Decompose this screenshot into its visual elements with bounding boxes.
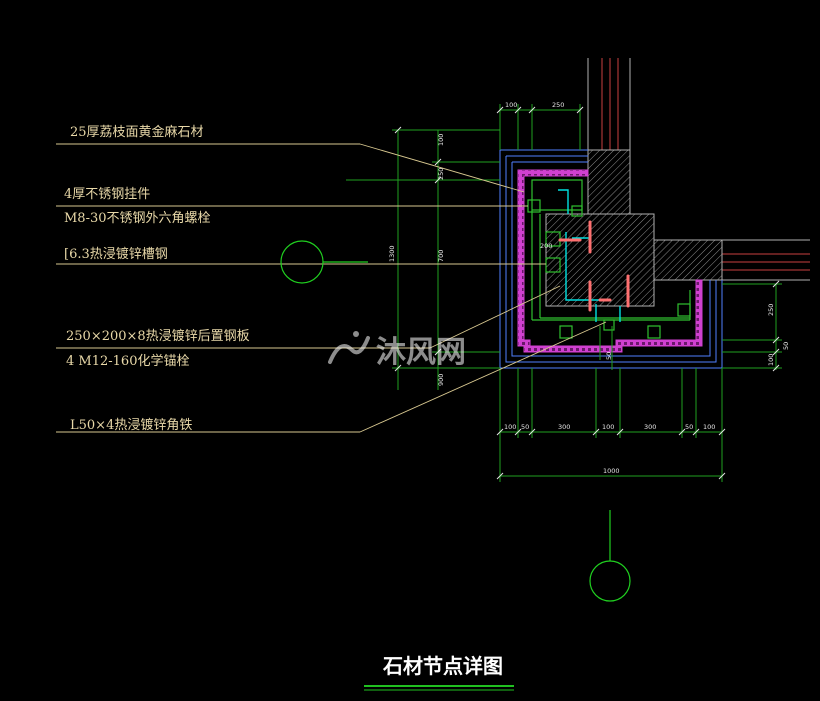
dim-right-2: 50 [782, 342, 790, 350]
watermark-text: 沐风网 [376, 335, 466, 370]
stone-cladding [517, 169, 703, 353]
dimension-ticks [394, 106, 780, 480]
watermark: 沐风网 [328, 331, 466, 370]
dim-bottom-6: 50 [685, 423, 693, 431]
dim-right-1: 250 [767, 304, 775, 316]
dim-left-2: 250 [437, 168, 445, 180]
dim-bottom-5: 300 [644, 423, 656, 431]
dim-inner-2: 50 [605, 352, 613, 360]
dim-bottom-2: 50 [521, 423, 529, 431]
dim-left-outer: 1300 [388, 245, 396, 262]
wall-lines-gray [587, 58, 810, 281]
section-circle-bottom [589, 560, 631, 602]
dim-total: 1000 [603, 467, 620, 475]
dim-top-2: 250 [552, 101, 564, 109]
leader-lines [56, 143, 607, 433]
dim-left-1: 100 [437, 134, 445, 146]
dim-left-3: 700 [437, 250, 445, 262]
outer-outline [499, 149, 723, 369]
watermark-logo-icon [328, 331, 370, 364]
label-angle: L50×4热浸镀锌角铁 [70, 417, 192, 433]
steel-frame [527, 179, 691, 339]
drawing-title: 石材节点详图 [364, 654, 514, 691]
label-bracket: 4厚不锈钢挂件 [64, 187, 150, 202]
label-plate: 250×200×8热浸镀锌后置钢板 [66, 328, 250, 344]
wall-lines [601, 58, 810, 271]
label-channel: [6.3热浸镀锌槽钢 [64, 246, 168, 262]
dim-bottom-7: 100 [703, 423, 715, 431]
dim-bottom-4: 100 [602, 423, 614, 431]
title-text: 石材节点详图 [382, 654, 503, 678]
section-markers [280, 240, 631, 602]
dimension-lines [346, 104, 782, 482]
chemical-anchors [558, 220, 630, 312]
dimension-texts: 100 250 100 50 300 100 300 50 100 1000 1… [388, 101, 790, 475]
dim-right-3: 100 [767, 354, 775, 366]
dim-inner-1: 200 [540, 242, 552, 250]
dim-bottom-1: 100 [504, 423, 516, 431]
label-bolt: M8-30不锈钢外六角螺栓 [64, 211, 211, 226]
dim-top-1: 100 [505, 101, 517, 109]
label-anchor: 4 M12-160化学锚栓 [66, 353, 189, 369]
concrete-column [545, 149, 723, 307]
annotation-labels: 25厚荔枝面黄金麻石材 4厚不锈钢挂件 M8-30不锈钢外六角螺栓 [6.3热浸… [64, 124, 250, 433]
label-stone: 25厚荔枝面黄金麻石材 [70, 124, 204, 140]
dim-left-4: 900 [437, 374, 445, 386]
section-circle-left [280, 240, 324, 284]
dim-bottom-3: 300 [558, 423, 570, 431]
